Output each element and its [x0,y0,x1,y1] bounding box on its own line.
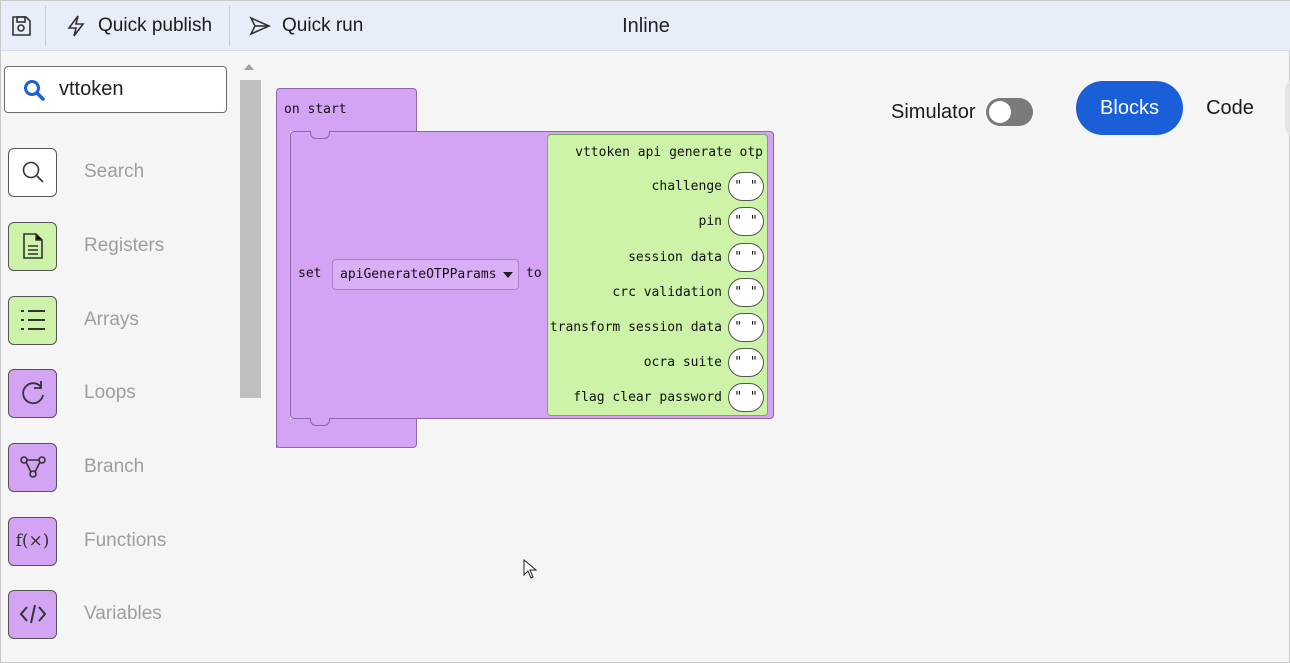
variable-name: apiGenerateOTPParams [340,267,497,282]
category-functions[interactable]: f(×) Functions [8,516,218,566]
loop-icon [8,368,57,418]
string-input-slot[interactable]: " " [728,348,764,377]
toolbar-divider [229,6,230,46]
quick-run-label: Quick run [282,15,364,36]
quick-publish-button[interactable]: Quick publish [65,1,212,51]
save-button[interactable] [9,1,35,51]
param-label: challenge [651,179,722,194]
string-input-slot[interactable]: " " [728,278,764,307]
category-label: Branch [84,456,145,477]
string-input-slot[interactable]: " " [728,172,764,201]
param-label: transform session data [549,320,722,335]
scroll-up-arrow[interactable] [244,64,254,70]
toggle-knob [989,101,1011,123]
toolbox-search-input[interactable] [59,78,209,101]
blocks-tab[interactable]: Blocks [1076,81,1183,135]
category-loops[interactable]: Loops [8,368,218,418]
string-input-slot[interactable]: " " [728,207,764,236]
on-start-block[interactable]: on start [276,88,417,131]
category-search[interactable]: Search [8,147,218,197]
mouse-cursor-icon [523,559,537,579]
side-panel-tab[interactable] [1285,81,1290,135]
code-icon [8,589,57,639]
api-block-title: vttoken api generate otp [575,145,763,160]
category-label: Arrays [84,309,139,330]
simulator-toggle[interactable] [986,98,1033,126]
document-icon [8,221,57,271]
param-label: crc validation [612,285,722,300]
send-icon [249,16,271,36]
category-label: Functions [84,530,167,551]
vttoken-generate-otp-block[interactable]: vttoken api generate otp challenge " " p… [547,134,768,416]
category-arrays[interactable]: Arrays [8,295,218,345]
category-label: Variables [84,603,162,624]
category-branch[interactable]: Branch [8,442,218,492]
on-start-block-footer [276,419,417,448]
on-start-label: on start [284,102,347,117]
variable-dropdown[interactable]: apiGenerateOTPParams [332,259,519,290]
to-keyword: to [526,266,542,281]
category-registers[interactable]: Registers [8,221,218,271]
simulator-label: Simulator [891,101,976,123]
top-toolbar: Quick publish Quick run Inline [1,1,1290,51]
toolbox-scrollbar[interactable] [240,80,261,398]
toolbar-divider [45,6,46,46]
string-input-slot[interactable]: " " [728,313,764,342]
block-notch [310,131,330,139]
code-tab[interactable]: Code [1206,96,1254,119]
quick-run-button[interactable]: Quick run [248,1,363,51]
string-input-slot[interactable]: " " [728,383,764,412]
branch-icon [8,442,57,492]
lightning-icon [67,15,85,37]
category-label: Search [84,161,145,182]
param-label: pin [698,214,722,229]
set-keyword: set [298,266,322,281]
param-label: flag clear password [573,390,722,405]
function-icon: f(×) [8,516,57,566]
search-icon [8,147,57,197]
quick-publish-label: Quick publish [98,15,213,36]
list-icon [8,295,57,345]
category-label: Registers [84,235,165,256]
param-label: session data [628,250,722,265]
string-input-slot[interactable]: " " [728,243,764,272]
block-notch [310,418,330,426]
param-label: ocra suite [643,355,722,370]
search-icon [24,79,45,101]
on-start-block-spine [276,130,290,448]
chevron-down-icon [502,271,513,278]
toolbox-search-box [4,66,227,113]
category-variables[interactable]: Variables [8,589,218,639]
category-label: Loops [84,382,136,403]
save-icon [12,16,31,36]
